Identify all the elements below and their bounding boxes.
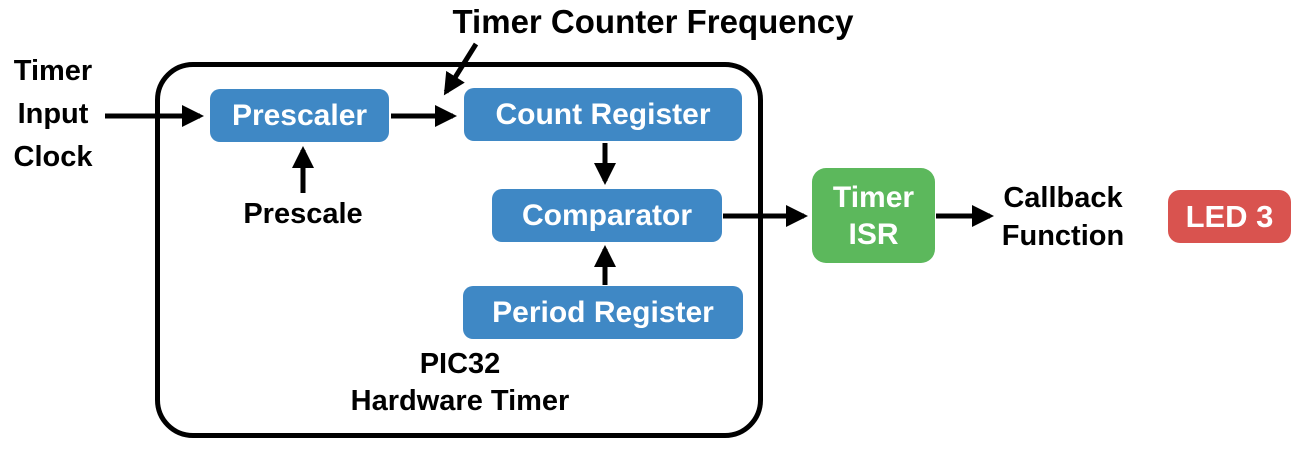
prescaler-block: Prescaler	[210, 89, 389, 142]
prescale-label: Prescale	[243, 198, 363, 230]
led3-block: LED 3	[1168, 190, 1291, 243]
timer-isr-line-1: Timer	[832, 180, 915, 214]
comparator-block: Comparator	[492, 189, 722, 242]
pic32-label-line-2: Hardware Timer	[350, 385, 570, 417]
pic32-hardware-timer-label: PIC32 Hardware Timer	[270, 346, 650, 420]
callback-function-line-1: Callback	[1003, 182, 1123, 214]
timer-input-clock-line-2: Input	[17, 98, 89, 130]
timer-isr-line-2: ISR	[848, 217, 899, 251]
callback-function-label: Callback Function	[993, 179, 1133, 255]
count-register-block: Count Register	[464, 88, 742, 141]
pic32-label-line-1: PIC32	[419, 348, 501, 380]
timer-input-clock-line-1: Timer	[13, 55, 93, 87]
timer-isr-block: Timer ISR	[812, 168, 935, 263]
timer-input-clock-label: Timer Input Clock	[0, 50, 106, 179]
diagram-title: Timer Counter Frequency	[452, 3, 854, 40]
callback-function-line-2: Function	[1001, 220, 1125, 252]
timer-input-clock-line-3: Clock	[13, 141, 93, 173]
period-register-block: Period Register	[463, 286, 743, 339]
